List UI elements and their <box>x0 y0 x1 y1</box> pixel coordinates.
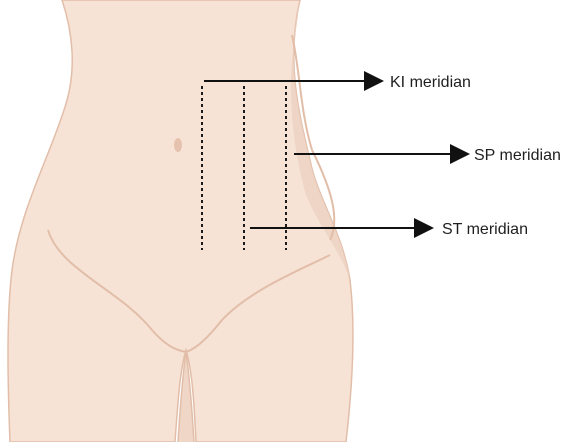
st-meridian-label: ST meridian <box>442 221 528 238</box>
ki-meridian-label: KI meridian <box>390 74 471 91</box>
sp-meridian-label: SP meridian <box>474 147 561 164</box>
navel <box>174 138 182 152</box>
torso-body <box>8 0 353 442</box>
torso-illustration <box>8 0 353 442</box>
